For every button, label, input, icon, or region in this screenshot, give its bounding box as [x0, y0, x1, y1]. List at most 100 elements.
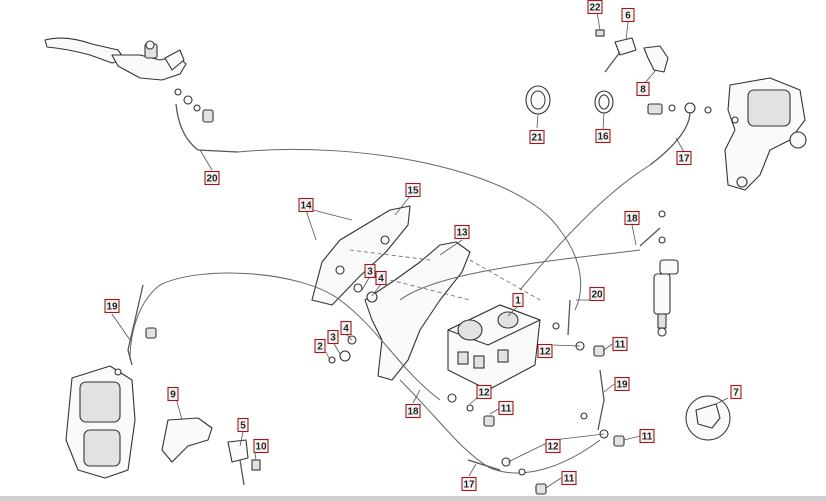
callout-c6: 6 [621, 7, 635, 23]
callout-c15: 15 [405, 182, 421, 198]
brake-hose-18-upper [399, 249, 641, 301]
callout-c11b: 11 [498, 400, 514, 416]
brake-hose-17-upper [519, 164, 651, 291]
callout-c13: 13 [454, 224, 470, 240]
front-brake-lever [44, 37, 239, 153]
callout-number: 21 [531, 133, 543, 144]
callout-box [405, 182, 421, 198]
callout-c11c: 11 [639, 428, 655, 444]
callout-c4b: 4 [340, 320, 352, 336]
callout-box [327, 329, 339, 345]
callout-number: 18 [626, 214, 638, 225]
callout-number: 15 [407, 186, 419, 197]
rear-caliper-assembly [647, 77, 807, 191]
callout-c3b: 3 [327, 329, 339, 345]
callout-number: 9 [170, 390, 176, 401]
callout-c19a: 19 [104, 298, 120, 314]
callout-number: 19 [106, 302, 118, 313]
callout-number: 3 [330, 333, 336, 344]
brake-hose-lower [399, 379, 601, 474]
front-caliper-assembly [65, 365, 136, 479]
callout-box [454, 224, 470, 240]
callout-c20a: 20 [204, 170, 220, 186]
callout-box [595, 128, 611, 144]
callout-c8: 8 [636, 81, 650, 97]
callout-number: 4 [343, 324, 349, 335]
callout-box [624, 210, 640, 226]
callout-c21: 21 [529, 129, 545, 145]
callout-c12a: 12 [537, 343, 553, 359]
callout-number: 22 [589, 3, 601, 14]
callout-c20b: 20 [589, 286, 605, 302]
callout-c10: 10 [253, 438, 269, 454]
callout-number: 5 [240, 421, 246, 432]
banjo-fittings [447, 322, 625, 495]
brake-hose-20-upper [237, 148, 582, 311]
callout-c12b: 12 [476, 384, 492, 400]
callout-number: 11 [564, 474, 575, 485]
callout-box [405, 403, 421, 419]
callout-box [476, 384, 492, 400]
callout-box [461, 476, 477, 492]
callout-box [364, 263, 376, 279]
callout-c17a: 17 [676, 150, 692, 166]
callout-box [204, 170, 220, 186]
callout-c12c: 12 [545, 438, 561, 454]
callout-number: 17 [463, 480, 475, 491]
callout-c4a: 4 [375, 270, 387, 286]
callout-box [587, 0, 603, 15]
brake-hose-19-left [129, 272, 441, 401]
front-speed-sensor [161, 417, 261, 486]
callout-c5: 5 [237, 417, 249, 433]
callout-number: 12 [478, 388, 490, 399]
callout-box [612, 336, 628, 352]
callout-number: 4 [378, 274, 384, 285]
callout-c1: 1 [512, 292, 524, 308]
rear-master-cylinder [639, 210, 679, 337]
callout-c9: 9 [167, 386, 179, 402]
hose-clip [685, 395, 731, 441]
leader-lines [111, 11, 729, 489]
callout-c17b: 17 [461, 476, 477, 492]
hose-clamps [525, 85, 614, 115]
abs-modulator-unit [447, 304, 541, 391]
callout-c14: 14 [298, 197, 314, 213]
callout-c7: 7 [730, 384, 742, 400]
callout-box [298, 197, 314, 213]
callout-c16: 16 [595, 128, 611, 144]
callout-number: 3 [367, 267, 373, 278]
callout-number: 12 [539, 347, 551, 358]
callout-number: 19 [616, 380, 628, 391]
callout-box [375, 270, 387, 286]
callout-number: 17 [678, 154, 690, 165]
callout-number: 11 [615, 340, 626, 351]
callout-box [614, 376, 630, 392]
callout-box [340, 320, 352, 336]
callout-number: 13 [456, 228, 468, 239]
callout-number: 8 [640, 85, 646, 96]
callout-box [730, 384, 742, 400]
callout-box [621, 7, 635, 23]
callout-number: 6 [625, 11, 631, 22]
callout-c3a: 3 [364, 263, 376, 279]
callout-c22: 22 [587, 0, 603, 15]
callout-c18b: 18 [405, 403, 421, 419]
callout-c19b: 19 [614, 376, 630, 392]
callout-number: 20 [206, 174, 218, 185]
callout-number: 11 [501, 404, 512, 415]
callout-box [104, 298, 120, 314]
callout-number: 11 [642, 432, 653, 443]
callout-number: 7 [733, 388, 739, 399]
callout-c11d: 11 [561, 470, 577, 486]
callout-box [237, 417, 249, 433]
callout-box [537, 343, 553, 359]
callout-number: 12 [547, 442, 559, 453]
callout-box [589, 286, 605, 302]
callout-number: 10 [255, 442, 267, 453]
callout-box [561, 470, 577, 486]
callout-box [639, 428, 655, 444]
callout-box [676, 150, 692, 166]
callout-number: 2 [317, 342, 323, 353]
callout-box [636, 81, 650, 97]
